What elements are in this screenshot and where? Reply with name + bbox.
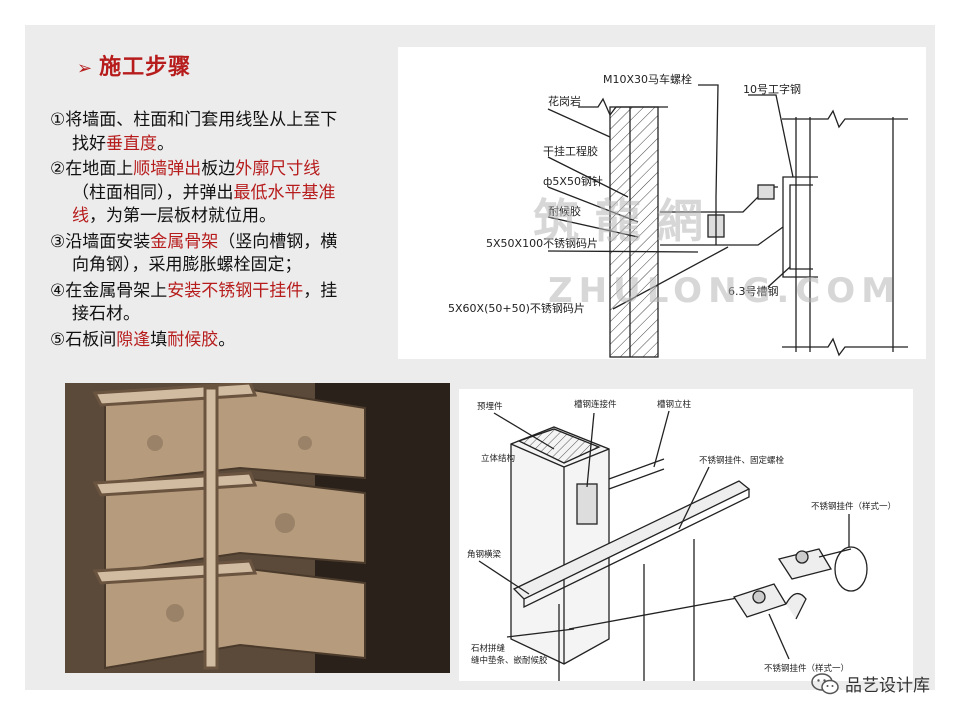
step-text: ④在金属骨架上 xyxy=(50,280,168,301)
step-text: 。 xyxy=(157,133,174,154)
step-text: （柱面相同），并弹出 xyxy=(72,182,234,203)
highlight-text: 线 xyxy=(72,206,89,226)
step-item: ①将墙面、柱面和门套用线坠从上至下找好垂直度。 xyxy=(50,109,430,156)
arrow-bullet-icon: ➢ xyxy=(77,58,94,79)
step-text: ③沿墙面安装 xyxy=(50,231,151,252)
label-pin: ф5X50钢针 xyxy=(543,174,603,188)
label-granite: 花岗岩 xyxy=(548,94,581,108)
label-angle-beam: 角钢横梁 xyxy=(467,549,502,560)
step-item: ③沿墙面安装金属骨架（竖向槽钢，横向角钢），采用膨胀螺栓固定； xyxy=(50,231,430,278)
label-stone-joint2: 缝中垫条、嵌耐候胶 xyxy=(471,655,548,666)
step-text: ，挂 xyxy=(303,280,338,301)
step-text: 向角钢），采用膨胀螺栓固定； xyxy=(72,255,302,275)
label-bolt: M10X30马车螺栓 xyxy=(603,72,692,86)
label-embedded: 预埋件 xyxy=(477,401,503,412)
installation-diagram: 预埋件 槽钢连接件 槽钢立柱 立体结构 不锈钢挂件、固定螺栓 不锈钢挂件（样式一… xyxy=(467,399,896,681)
construction-photo xyxy=(65,383,450,673)
step-text: ②在地面上 xyxy=(50,159,134,179)
section-diagram-panel: M10X30马车螺栓 10号工字钢 花岗岩 干挂工程胶 ф5X50钢针 耐候胶 … xyxy=(398,47,926,359)
step-text: 接石材。 xyxy=(72,304,140,324)
highlight-text: 安装不锈钢干挂件 xyxy=(167,280,304,301)
brand-footer: 品艺设计库 xyxy=(811,671,930,696)
slide-title: ➢施工步骤 xyxy=(77,55,192,80)
label-hanger-bolt: 不锈钢挂件、固定螺栓 xyxy=(699,455,785,466)
slide: ➢施工步骤 ①将墙面、柱面和门套用线坠从上至下找好垂直度。②在地面上顺墙弹出板边… xyxy=(25,25,935,690)
watermark-en: ZHULONG.COM xyxy=(548,271,901,311)
wechat-icon xyxy=(811,672,839,694)
section-diagram: M10X30马车螺栓 10号工字钢 花岗岩 干挂工程胶 ф5X50钢针 耐候胶 … xyxy=(448,72,908,358)
step-text: ⑤石板间 xyxy=(50,329,117,350)
step-text: ①将墙面、柱面和门套用线坠从上至下 xyxy=(50,110,338,130)
label-glue: 干挂工程胶 xyxy=(543,144,598,158)
highlight-text: 隙逢 xyxy=(116,329,151,350)
step-item: ④在金属骨架上安装不锈钢干挂件，挂接石材。 xyxy=(50,280,430,327)
highlight-text: 外廓尺寸线 xyxy=(235,159,321,179)
label-hanger2: 不锈钢挂件（样式一） xyxy=(764,663,849,674)
steps-list: ①将墙面、柱面和门套用线坠从上至下找好垂直度。②在地面上顺墙弹出板边外廓尺寸线（… xyxy=(50,109,430,354)
label-channel-col: 槽钢立柱 xyxy=(657,399,692,410)
highlight-text: 耐候胶 xyxy=(167,329,219,350)
highlight-text: 垂直度 xyxy=(106,133,157,154)
label-hanger1: 不锈钢挂件（样式一） xyxy=(811,501,896,512)
highlight-text: 最低水平基准 xyxy=(233,182,336,203)
label-plate1: 5X50X100不锈钢码片 xyxy=(486,237,598,250)
label-resin: 耐候胶 xyxy=(548,204,581,218)
step-text: 填 xyxy=(150,329,168,350)
highlight-text: 顺墙弹出 xyxy=(133,159,202,179)
label-plate2: 5X60X(50+50)不锈钢码片 xyxy=(448,302,585,315)
installation-diagram-panel: 预埋件 槽钢连接件 槽钢立柱 立体结构 不锈钢挂件、固定螺栓 不锈钢挂件（样式一… xyxy=(459,389,913,681)
label-channel-conn: 槽钢连接件 xyxy=(574,399,617,410)
label-beam: 10号工字钢 xyxy=(743,82,801,96)
highlight-text: 金属骨架 xyxy=(150,231,219,252)
step-item: ②在地面上顺墙弹出板边外廓尺寸线（柱面相同），并弹出最低水平基准线，为第一层板材… xyxy=(50,158,430,229)
step-text: 找好 xyxy=(72,133,106,154)
label-channel: 6.3号槽钢 xyxy=(728,285,779,298)
label-structure: 立体结构 xyxy=(481,453,515,464)
watermark-cn: 筑 龍 網 xyxy=(533,194,703,248)
step-text: （竖向槽钢，横 xyxy=(218,231,338,252)
step-text: ，为第一层板材就位用。 xyxy=(89,206,276,226)
step-text: 板边 xyxy=(201,159,236,179)
brand-name: 品艺设计库 xyxy=(845,676,930,696)
step-item: ⑤石板间隙逢填耐候胶。 xyxy=(50,329,430,353)
stone-column-photo xyxy=(65,383,450,673)
label-stone-joint1: 石材拼缝 xyxy=(471,643,506,654)
step-text: 。 xyxy=(218,329,236,350)
